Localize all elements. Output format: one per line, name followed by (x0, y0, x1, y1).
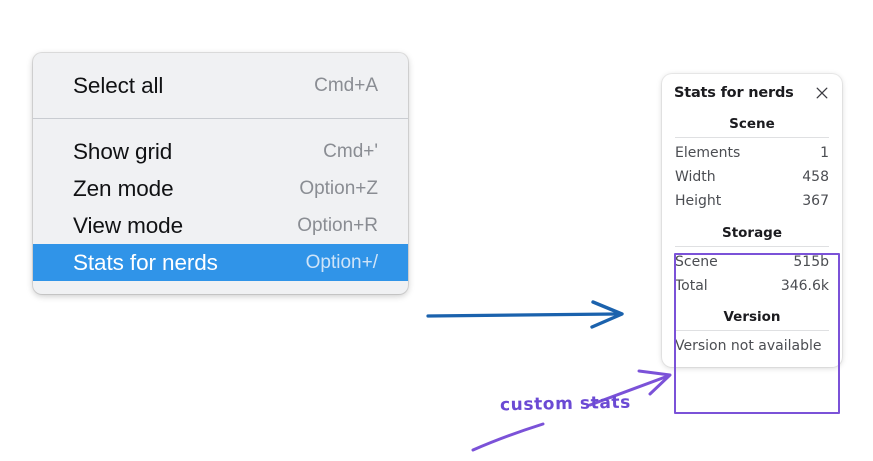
stats-panel-title: Stats for nerds (674, 85, 794, 101)
stat-key: Total (675, 277, 708, 294)
section-divider (675, 137, 829, 138)
stat-key: Elements (675, 145, 741, 161)
stats-section-storage: Storage Scene 515b Total 346.6k (671, 223, 833, 299)
stats-for-nerds-panel: Stats for nerds Scene Elements 1 Width 4… (662, 74, 842, 368)
menu-item-shortcut: Option+R (297, 214, 378, 236)
menu-item-shortcut: Option+Z (299, 177, 378, 199)
stat-row: Scene 515b (671, 251, 833, 275)
section-divider (675, 245, 829, 247)
stat-value: 515b (793, 253, 829, 270)
stats-section-scene: Scene Elements 1 Width 458 Height 367 (671, 114, 833, 214)
stat-row: Width 458 (671, 166, 833, 190)
section-title: Version (723, 309, 781, 326)
blue-arrow (426, 300, 624, 329)
menu-item-zen-mode[interactable]: Zen mode Option+Z (33, 170, 408, 207)
menu-item-shortcut: Cmd+' (323, 140, 378, 162)
menu-item-label: Stats for nerds (73, 249, 218, 275)
stat-row: Height 367 (671, 190, 833, 214)
menu-item-select-all[interactable]: Select all Cmd+A (33, 67, 408, 104)
stats-panel-header: Stats for nerds (671, 85, 833, 101)
stat-key: Scene (675, 253, 718, 270)
stat-row: Total 346.6k (671, 275, 833, 299)
stat-value: 367 (802, 192, 829, 209)
context-menu-group-2: Show grid Cmd+' Zen mode Option+Z View m… (33, 119, 408, 294)
menu-item-label: Show grid (73, 138, 173, 164)
stat-row: Elements 1 (671, 142, 833, 166)
menu-item-show-grid[interactable]: Show grid Cmd+' (33, 133, 408, 170)
menu-item-shortcut: Cmd+A (314, 74, 378, 96)
menu-separator (33, 118, 408, 119)
stat-value: 458 (802, 168, 829, 185)
stat-value: 346.6k (780, 277, 829, 294)
section-title: Storage (721, 224, 783, 241)
section-divider (675, 330, 829, 332)
menu-item-label: Select all (73, 72, 164, 98)
menu-item-stats-for-nerds[interactable]: Stats for nerds Option+/ (33, 244, 408, 281)
version-note: Version not available (675, 338, 822, 355)
stats-section-version: Version Version not available (671, 307, 833, 355)
menu-item-label: View mode (73, 212, 183, 238)
context-menu[interactable]: Select all Cmd+A Show grid Cmd+' Zen mod… (33, 53, 408, 294)
handwritten-annotation-label: custom stats (499, 392, 632, 416)
menu-item-label: Zen mode (73, 175, 174, 201)
context-menu-group-1: Select all Cmd+A (33, 53, 408, 118)
menu-item-view-mode[interactable]: View mode Option+R (33, 207, 408, 244)
stat-key: Height (675, 192, 722, 209)
stat-value: 1 (820, 145, 829, 161)
close-x-icon[interactable] (814, 85, 830, 101)
menu-item-shortcut: Option+/ (305, 251, 378, 273)
section-title: Scene (729, 116, 775, 132)
stat-key: Width (675, 168, 716, 185)
